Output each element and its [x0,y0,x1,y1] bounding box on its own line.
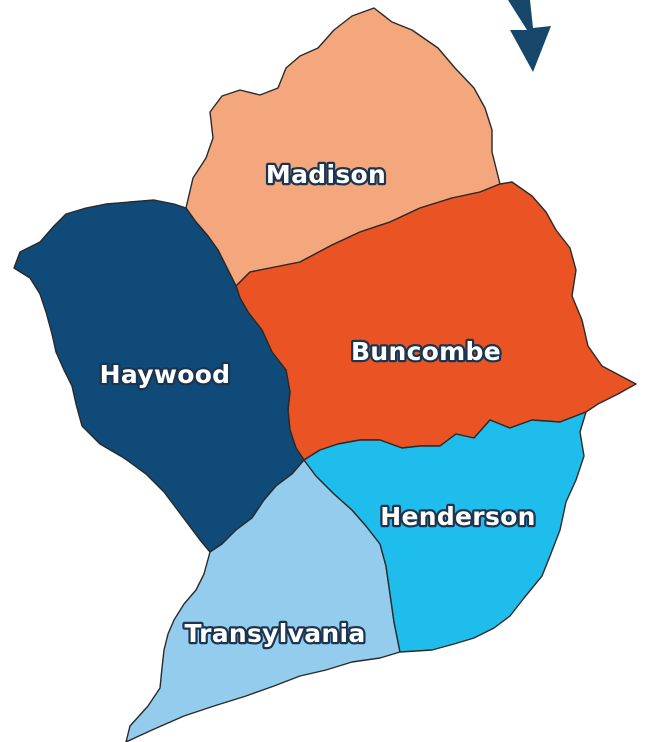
county-henderson[interactable] [303,411,587,653]
county-haywood[interactable] [13,199,305,553]
arrow-down-icon [508,0,551,72]
county-label-henderson: Henderson [380,502,535,531]
county-label-transylvania: Transylvania [184,619,365,648]
county-label-buncombe: Buncombe [351,337,501,366]
county-label-madison: Madison [266,160,386,189]
county-transylvania[interactable] [125,459,401,742]
county-label-haywood: Haywood [100,360,231,389]
